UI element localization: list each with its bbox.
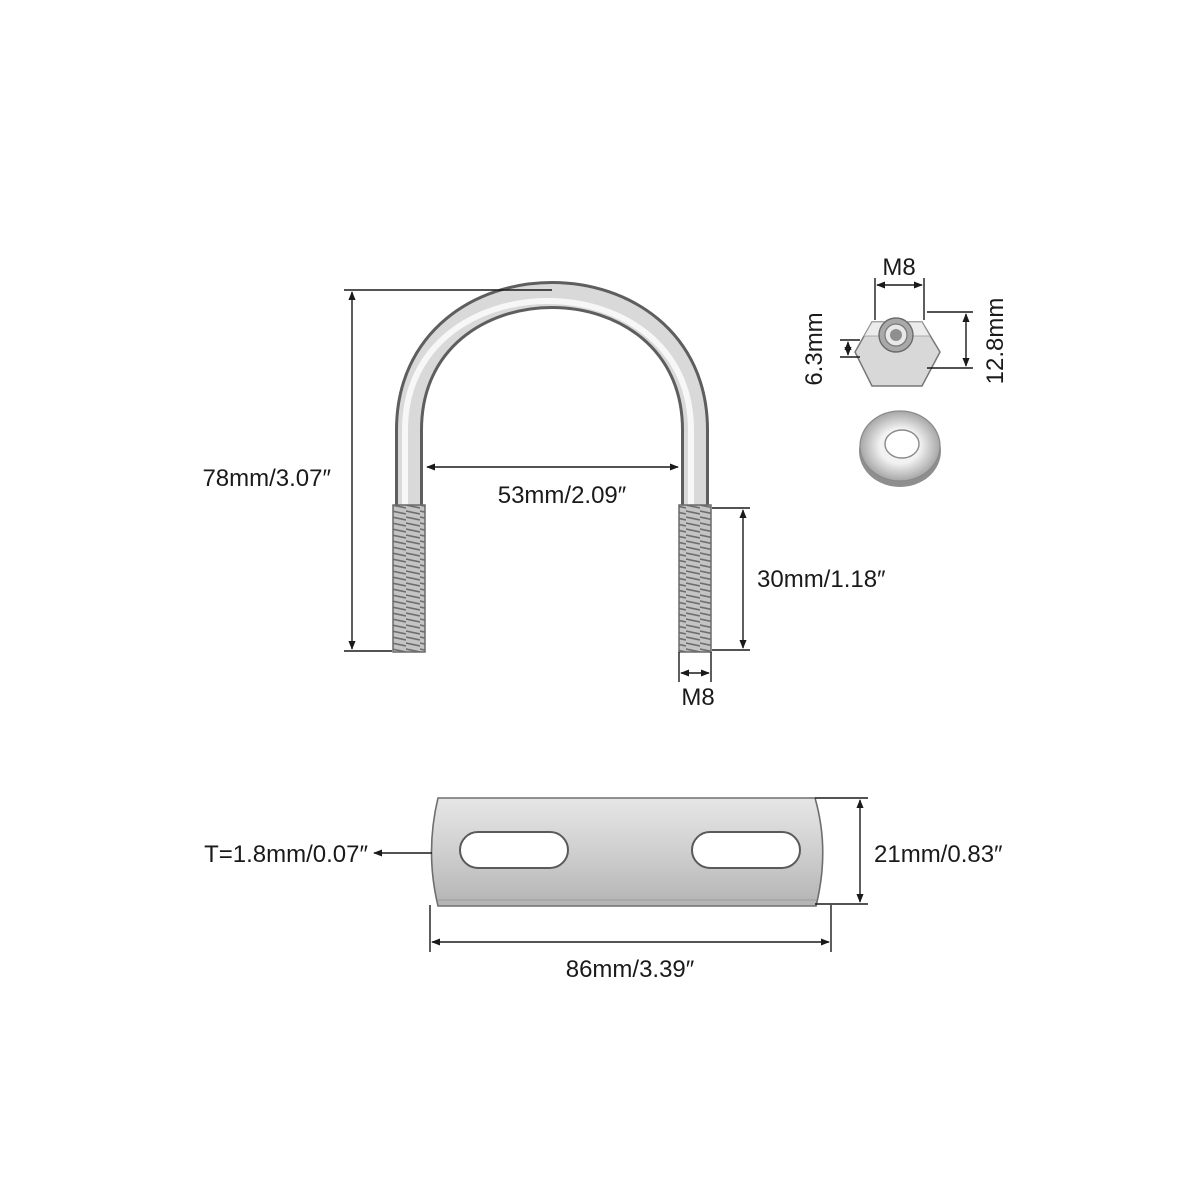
u-bolt-height-label: 78mm/3.07″	[202, 465, 331, 492]
u-bolt	[392, 281, 712, 653]
plate-height-label: 21mm/0.83″	[874, 841, 1003, 868]
backing-plate-body	[430, 797, 824, 907]
hex-nut	[854, 317, 941, 387]
plate-thickness-dimension: T=1.8mm/0.07″	[204, 841, 432, 868]
u-bolt-thread-length-dimension: 30mm/1.18″	[712, 507, 886, 651]
u-bolt-thread-left	[392, 504, 426, 653]
u-bolt-width-dimension: 53mm/2.09″	[426, 463, 679, 509]
plate-length-label: 86mm/3.39″	[566, 956, 695, 983]
nut-width-dimension: 12.8mm	[927, 298, 1009, 385]
u-bolt-thread-size-dimension: M8	[678, 652, 715, 711]
u-bolt-thread-right	[678, 504, 712, 653]
nut-thickness-label: 6.3mm	[801, 312, 828, 385]
plate-height-dimension: 21mm/0.83″	[815, 797, 1003, 905]
nut-width-label: 12.8mm	[982, 298, 1009, 385]
plate-thickness-label: T=1.8mm/0.07″	[204, 841, 368, 868]
plate-slot-left	[459, 831, 569, 869]
plate-slot-right	[691, 831, 801, 869]
u-bolt-thread-length-label: 30mm/1.18″	[757, 566, 886, 593]
u-bolt-thread-size-label: M8	[681, 684, 714, 711]
flat-washer	[859, 410, 941, 487]
nut-thread-label: M8	[882, 254, 915, 281]
u-bolt-width-label: 53mm/2.09″	[498, 482, 627, 509]
plate-length-dimension: 86mm/3.39″	[429, 905, 832, 983]
nut-thickness-dimension: 6.3mm	[801, 312, 860, 386]
u-bolt-height-dimension: 78mm/3.07″	[202, 289, 552, 652]
backing-plate	[430, 797, 824, 907]
nut-thread-dimension: M8	[874, 254, 925, 320]
